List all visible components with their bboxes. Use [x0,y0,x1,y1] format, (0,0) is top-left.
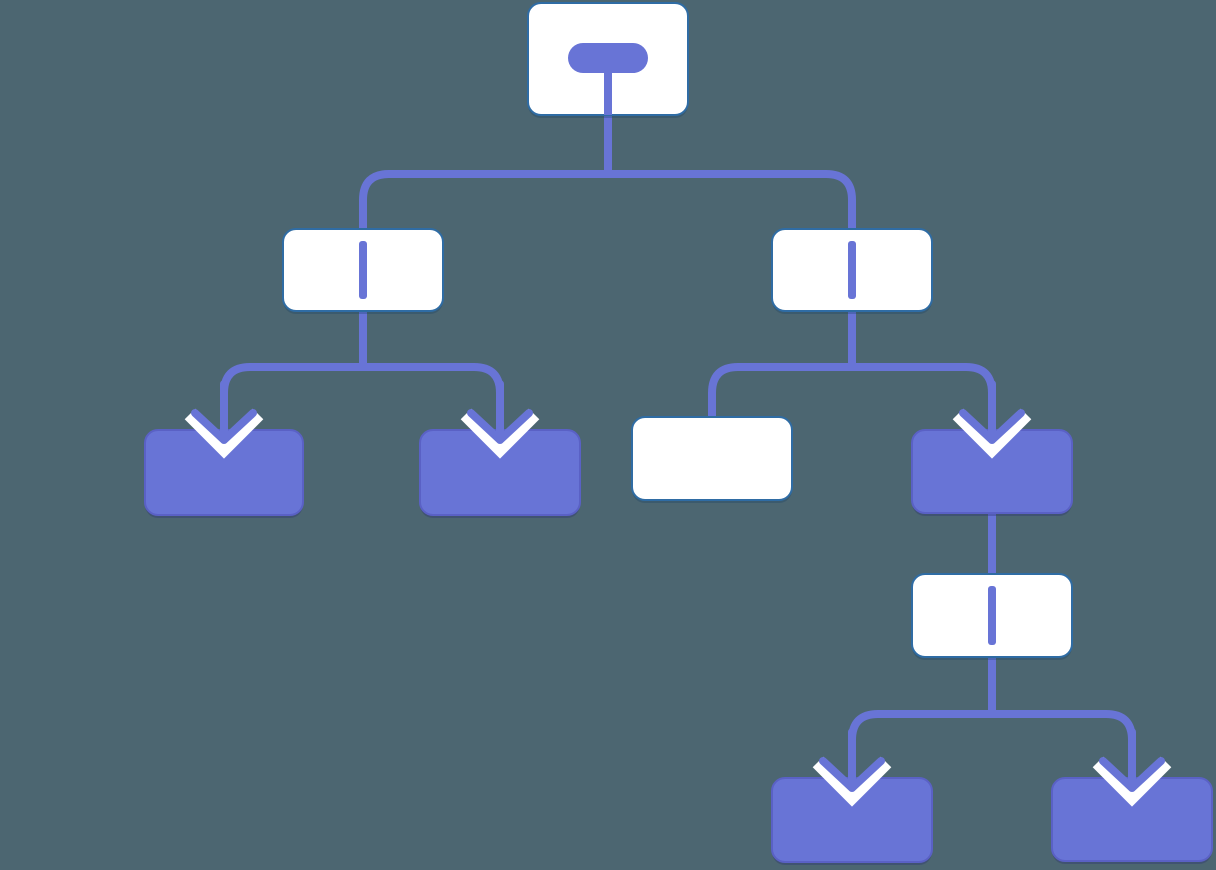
chevron-down-arrow-icon [812,728,892,807]
icon-layer [184,43,1172,807]
node-layer [144,2,1213,865]
connector-split-branch-bottom [848,710,1136,750]
node-step-right[interactable] [631,416,793,501]
root-pill-icon [568,43,648,115]
connector-split-branch-left [220,363,504,402]
chevron-down-arrow-icon [1092,728,1172,807]
chevron-down-arrow-icon [460,380,540,459]
branch-line-icon [359,241,367,299]
chevron-down-arrow-icon [952,380,1032,459]
connector-split-root [359,170,856,237]
chevron-down-arrow-icon [184,380,264,459]
branch-line-icon [988,586,996,645]
branch-line-icon [848,241,856,299]
